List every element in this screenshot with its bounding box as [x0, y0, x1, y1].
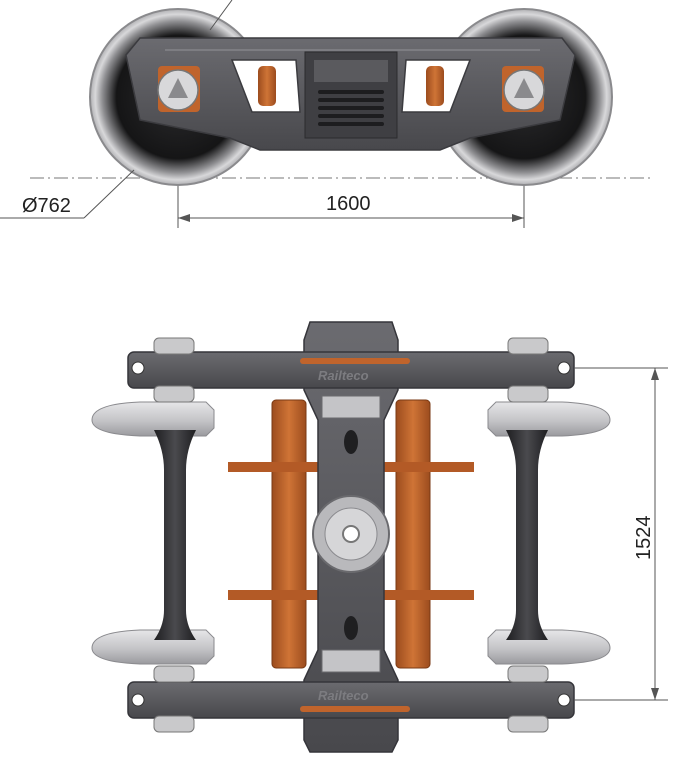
center-plate-icon: [312, 495, 390, 573]
side-frame: [125, 37, 576, 151]
top-wheel-upper-left: [91, 401, 215, 437]
side-view: Ø762 1600: [0, 0, 650, 228]
brand-mark-lower: Railteco: [318, 688, 369, 703]
side-frame-lower: Railteco: [127, 665, 575, 733]
top-wheel-lower-left: [91, 629, 215, 665]
gauge-label: 1524: [633, 516, 655, 561]
wheel-diameter-dimension: Ø762: [0, 169, 135, 219]
top-wheel-upper-right: [487, 401, 611, 437]
wheelbase-label: 1600: [326, 193, 371, 215]
top-view: Railteco Railteco 1524: [91, 321, 668, 753]
brake-beam-right: [384, 399, 474, 669]
top-wheel-lower-right: [487, 629, 611, 665]
axle-left: [154, 430, 196, 640]
wheel-diameter-label: Ø762: [22, 195, 71, 217]
side-frame-upper: Railteco: [127, 337, 575, 403]
axle-cap-right-icon: [503, 69, 545, 111]
axle-cap-left-icon: [157, 69, 199, 111]
gauge-dimension: 1524: [574, 367, 668, 701]
brake-beam-left: [228, 399, 318, 669]
brand-mark-upper: Railteco: [318, 368, 369, 383]
axle-right: [506, 430, 548, 640]
leader-top: [209, 0, 233, 31]
wheelbase-dimension: 1600: [177, 186, 525, 228]
